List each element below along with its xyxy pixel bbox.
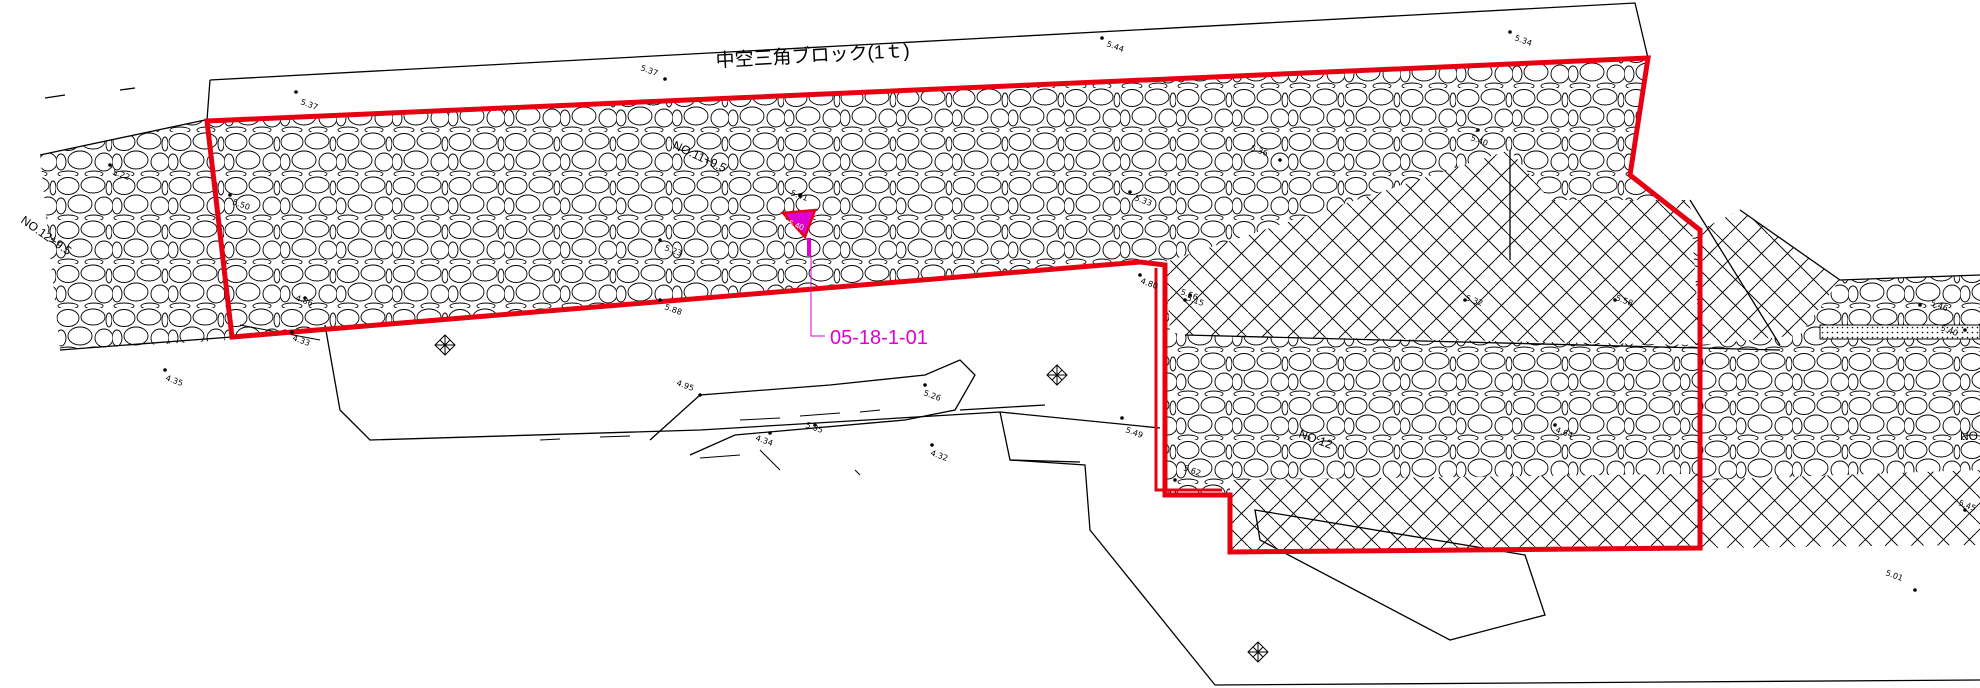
svg-text:5.88: 5.88 bbox=[663, 302, 683, 317]
diamond-hatch-icon bbox=[1247, 641, 1269, 663]
svg-text:5.44: 5.44 bbox=[1105, 39, 1125, 54]
svg-text:4.33: 4.33 bbox=[291, 333, 311, 348]
red-boundary bbox=[204, 55, 1703, 555]
svg-text:5.01: 5.01 bbox=[1884, 568, 1904, 583]
svg-text:4.35: 4.35 bbox=[164, 373, 184, 388]
svg-text:4.32: 4.32 bbox=[929, 448, 949, 463]
leader-line bbox=[810, 255, 825, 337]
survey-point-stake bbox=[807, 238, 811, 256]
elevation-point: 4.35 bbox=[163, 368, 184, 388]
elevation-point: 5.01 bbox=[1884, 568, 1917, 592]
red-boundary-inner bbox=[1154, 268, 1222, 492]
survey-point-id[interactable]: 05-18-1-01 bbox=[830, 327, 928, 349]
elevation-point: 4.32 bbox=[929, 443, 949, 463]
svg-text:5.34: 5.34 bbox=[1513, 33, 1533, 48]
herringbone-area-lower bbox=[1230, 470, 1980, 550]
svg-text:5.37: 5.37 bbox=[639, 63, 659, 78]
diamond-hatch-icon bbox=[1046, 364, 1068, 386]
svg-text:4.34: 4.34 bbox=[754, 433, 774, 448]
svg-text:5.26: 5.26 bbox=[922, 388, 942, 403]
elevation-point: 4.34 bbox=[754, 431, 774, 448]
elevation-point: 4.95 bbox=[675, 378, 702, 397]
svg-text:5.49: 5.49 bbox=[1124, 425, 1144, 440]
diamond-hatch-icon bbox=[434, 334, 456, 356]
herringbone-wedge-right bbox=[1700, 210, 1840, 345]
elevation-point: 5.37 bbox=[639, 63, 667, 81]
stone-area-mid bbox=[1185, 335, 1700, 482]
elevation-point: 5.26 bbox=[922, 383, 942, 403]
linework bbox=[39, 2, 1980, 686]
triangle-marker-icon[interactable] bbox=[780, 208, 817, 240]
herringbone-area-upper bbox=[1165, 150, 1700, 345]
map-title: 中空三角ブロック(1ｔ) bbox=[715, 39, 910, 72]
elevation-point: 5.37 bbox=[294, 90, 319, 112]
elevation-point: 5.34 bbox=[1508, 30, 1533, 48]
right-edge-label: NO bbox=[1960, 429, 1978, 443]
stone-area-left bbox=[40, 120, 230, 350]
elevation-point: 5.49 bbox=[1120, 416, 1144, 440]
dotted-strip bbox=[1819, 324, 1980, 340]
svg-text:4.95: 4.95 bbox=[675, 378, 695, 393]
elevation-point: 5.44 bbox=[1100, 36, 1125, 54]
svg-text:5.37: 5.37 bbox=[299, 97, 319, 112]
